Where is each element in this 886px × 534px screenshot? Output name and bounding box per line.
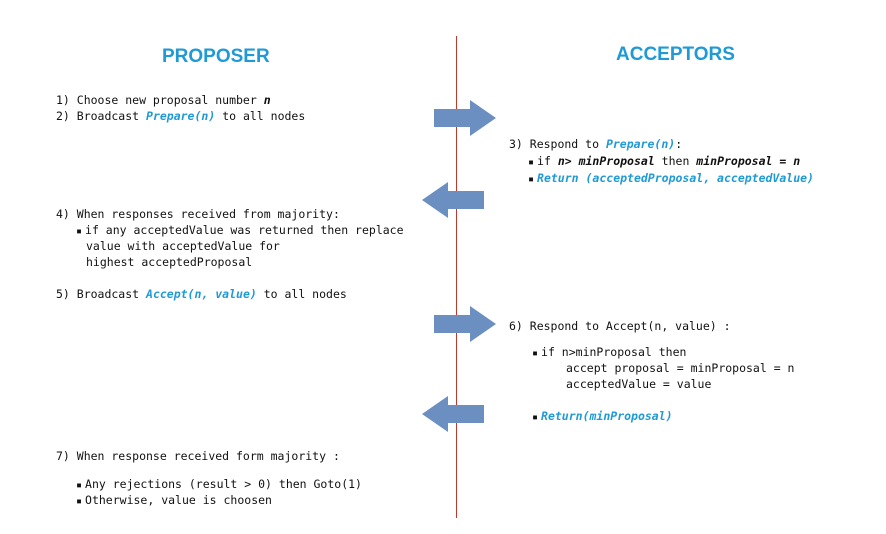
step-3: 3) Respond to Prepare(n): — [509, 137, 683, 151]
right-arrow-icon — [434, 306, 496, 342]
step-3-return: Return (acceptedProposal, acceptedValue) — [528, 170, 814, 188]
step-7-title: 7) When response received form majority … — [56, 449, 340, 463]
step-7-line-1: Any rejections (result > 0) then Goto(1) — [76, 476, 362, 494]
step-6-return: Return(minProposal) — [532, 408, 673, 426]
left-arrow-icon — [422, 396, 484, 432]
step-6-line-3: acceptedValue = value — [566, 377, 712, 391]
step-2: 2) Broadcast Prepare(n) to all nodes — [56, 109, 306, 123]
center-divider — [456, 36, 457, 518]
right-arrow-icon — [434, 100, 496, 136]
left-arrow-icon — [422, 182, 484, 218]
step-6-line-2: accept proposal = minProposal = n — [566, 361, 795, 375]
step-4-line-1: if any acceptedValue was returned then r… — [76, 222, 404, 240]
step-4-line-3: highest acceptedProposal — [86, 255, 253, 269]
step-6-title: 6) Respond to Accept(n, value) : — [509, 319, 731, 333]
step-1: 1) Choose new proposal number n — [56, 93, 271, 107]
step-5: 5) Broadcast Accept(n, value) to all nod… — [56, 287, 347, 301]
acceptors-heading: ACCEPTORS — [616, 44, 735, 65]
step-7-line-2: Otherwise, value is choosen — [76, 492, 272, 510]
proposer-heading: PROPOSER — [162, 46, 270, 67]
step-4-title: 4) When responses received from majority… — [56, 207, 340, 221]
step-3-condition: if n> minProposal then minProposal = n — [528, 153, 800, 171]
step-6-line-1: if n>minProposal then — [532, 344, 686, 362]
step-4-line-2: value with acceptedValue for — [86, 239, 280, 253]
